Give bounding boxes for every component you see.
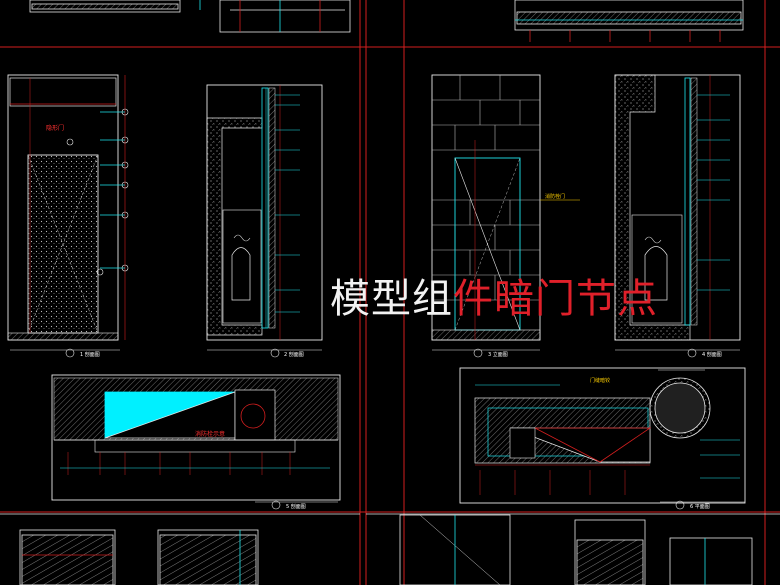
drawing-4-section: 4 剖面图 xyxy=(614,74,741,358)
drawing-3-elevation: 消防栓门 3 立面图 xyxy=(431,74,580,358)
drawing-6-label: 6 平面图 xyxy=(690,504,710,510)
tag-hidden-door: 隐形门 xyxy=(46,124,64,132)
drawing-2-section: 2 剖面图 xyxy=(206,84,323,358)
drawing-4-label: 4 剖面图 xyxy=(702,351,722,358)
drawing-2-label: 2 剖面图 xyxy=(284,351,304,358)
drawing-1-label: 1 剖面图 xyxy=(80,351,100,358)
drawing-3-label: 3 立面图 xyxy=(488,351,508,358)
tag-hinge: 门缝暗铰 xyxy=(590,377,610,384)
watermark-title-part1: 模型组 xyxy=(330,276,453,322)
detail-fire-caption: 消防栓示意 xyxy=(195,430,225,438)
top-left-detail xyxy=(29,0,351,33)
drawing-5-label: 5 剖面图 xyxy=(286,503,306,510)
bottom-partial-drawings xyxy=(19,514,753,585)
drawing-1-elevation: 隐形门 1 剖面图 xyxy=(7,74,129,358)
drawing-6-plan: 门缝暗铰 6 平面图 xyxy=(459,367,746,510)
drawing-5-plan: 消防栓示意 5 剖面图 xyxy=(51,374,341,510)
watermark-title: 模型组件暗门节点 xyxy=(330,266,658,324)
watermark-title-part2: 件暗门节点 xyxy=(453,276,658,322)
top-right-detail xyxy=(514,0,744,42)
tag-fire-door: 消防栓门 xyxy=(545,193,565,200)
